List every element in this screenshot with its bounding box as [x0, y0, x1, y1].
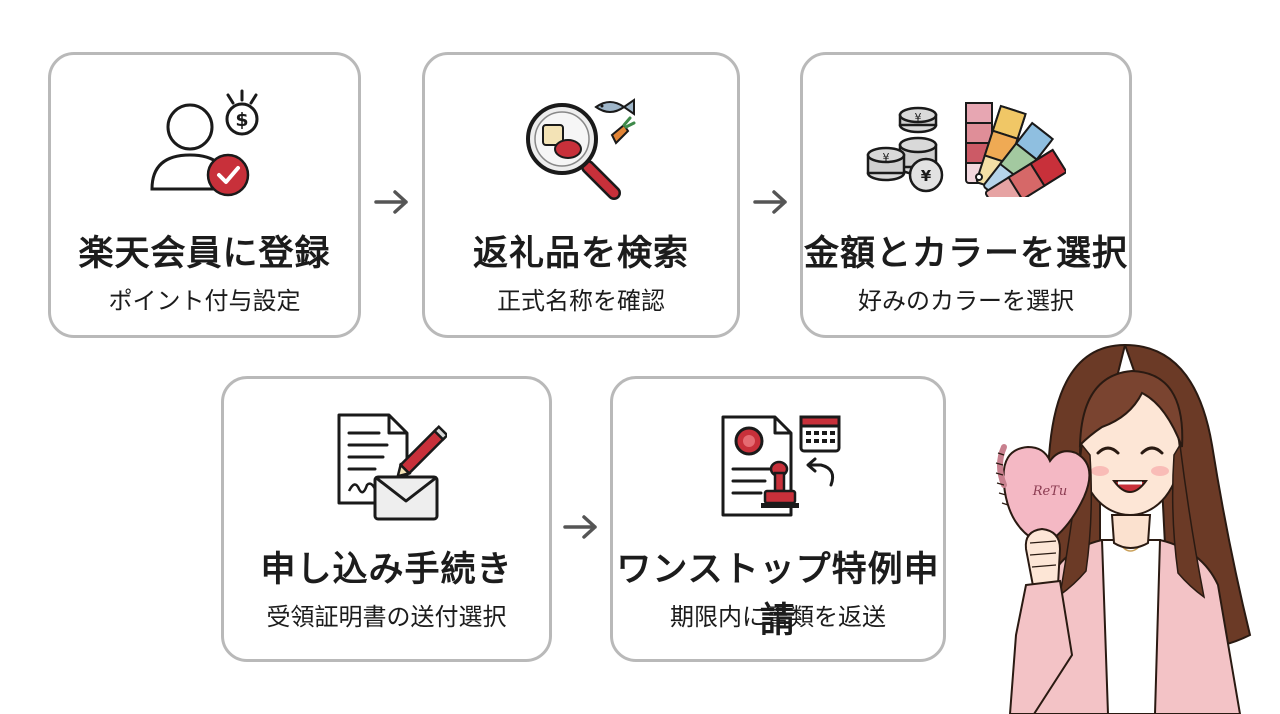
brush-logo: ReTu	[1032, 484, 1068, 499]
stamp-document-icon	[613, 411, 943, 521]
svg-text:$: $	[235, 109, 248, 131]
arrow-right-icon	[374, 190, 408, 214]
step-title: 申し込み手続き	[260, 550, 513, 590]
step-subtitle: 正式名称を確認	[497, 287, 665, 315]
svg-text:¥: ¥	[921, 167, 932, 185]
step-card-4: 申し込み手続き 受領証明書の送付選択	[221, 376, 552, 662]
step-title: 返礼品を検索	[472, 234, 689, 274]
step-subtitle: ポイント付与設定	[108, 287, 301, 315]
step-title: 金額とカラーを選択	[803, 234, 1128, 274]
step-subtitle: 期限内に書類を返送	[670, 603, 886, 631]
arrow-right-icon	[563, 515, 597, 539]
step-card-5: ワンストップ特例申請 期限内に書類を返送	[610, 376, 946, 662]
woman-holding-brush-illustration: ReTu	[995, 343, 1252, 714]
step-title: ワンストップ特例申請	[616, 550, 940, 641]
step-title: 楽天会員に登録	[78, 234, 331, 274]
step-card-2: 返礼品を検索 正式名称を確認	[422, 52, 740, 338]
search-products-icon	[425, 91, 737, 201]
step-subtitle: 好みのカラーを選択	[858, 287, 1074, 315]
step-card-3: ¥ ¥ ¥	[800, 52, 1132, 338]
arrow-right-icon	[753, 190, 787, 214]
step-subtitle: 受領証明書の送付選択	[266, 603, 507, 631]
user-register-icon: $	[51, 87, 358, 197]
svg-text:¥: ¥	[915, 111, 922, 124]
svg-text:¥: ¥	[883, 151, 890, 164]
step-card-1: $ 楽天会員に登録 ポイント付与設定	[48, 52, 361, 338]
coins-color-swatch-icon: ¥ ¥ ¥	[803, 97, 1129, 197]
document-mail-icon	[224, 411, 549, 523]
